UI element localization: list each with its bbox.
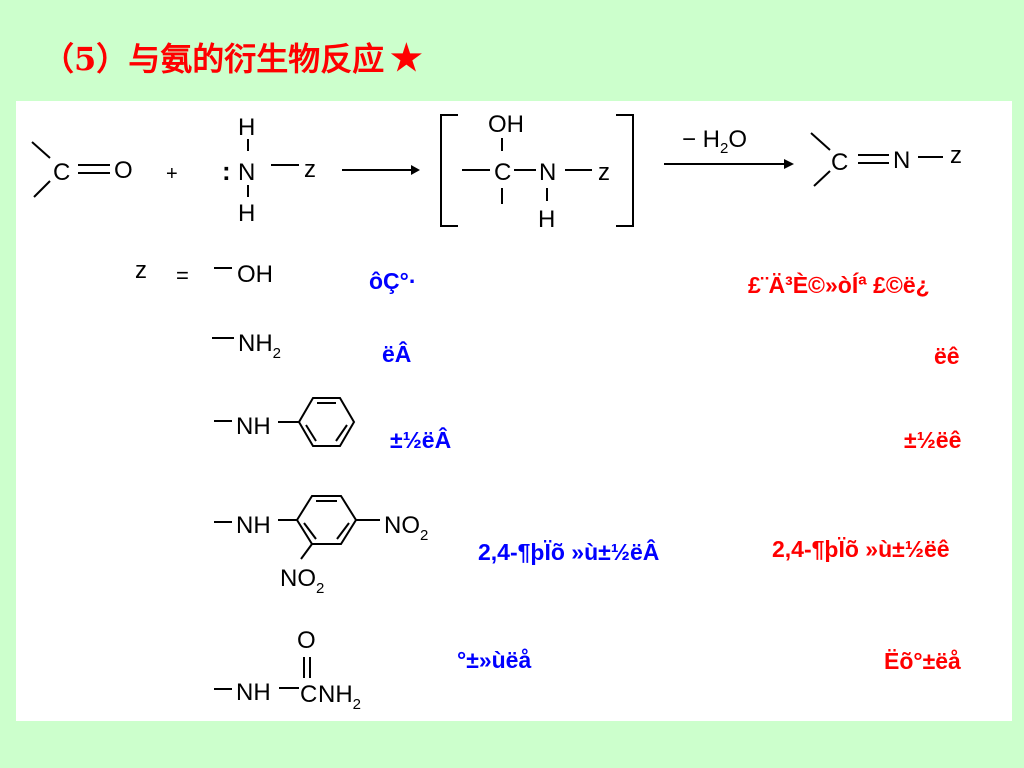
svg-text:NH2: NH2	[318, 681, 361, 713]
product-label-4: 2,4-¶þÏõ »ù±½ëê	[772, 536, 950, 562]
intermediate: OH C N H z	[440, 111, 634, 233]
int-C: C	[494, 159, 511, 186]
slide-title-text: （5）与氨的衍生物反应	[42, 40, 385, 78]
reaction-panel: C O + H : N H z OH C	[16, 101, 1012, 721]
svg-text:NO2: NO2	[384, 512, 428, 544]
prod-C: C	[831, 149, 848, 176]
plus-sign: +	[166, 163, 178, 185]
reagent-label-3: ±½ëÂ	[390, 427, 452, 453]
reagent-label-4: 2,4-¶þÏõ »ù±½ëÂ	[478, 539, 660, 565]
product: C N z	[810, 132, 962, 187]
product-label-3: ±½ëê	[904, 427, 962, 453]
minus-water: − H2O	[682, 126, 747, 157]
svg-text:O: O	[297, 627, 316, 654]
svg-text:NH: NH	[236, 679, 271, 706]
group-semicarbazide: O NH C NH2	[214, 627, 361, 713]
amine-H-top: H	[238, 114, 255, 141]
bracket-right	[616, 114, 634, 227]
group-dinitrophenylamino: NH NO2 NO2	[214, 495, 428, 597]
svg-text:NO2: NO2	[280, 565, 324, 597]
reaction-scheme: C O + H : N H z OH C	[31, 111, 962, 713]
prod-bond-lower	[813, 170, 831, 187]
benzene-ring	[297, 397, 356, 447]
carbonyl-bond-upper	[31, 141, 51, 159]
carbonyl-O: O	[114, 157, 133, 184]
slide-title: （5）与氨的衍生物反应★	[42, 30, 423, 86]
lone-pair: :	[222, 156, 231, 186]
def-z: z	[135, 257, 147, 284]
prod-z: z	[950, 142, 962, 169]
carbonyl-reactant: C O	[31, 141, 133, 198]
group-hydroxyl: OH	[214, 261, 273, 288]
dinitro-ring	[295, 495, 358, 545]
svg-text:C: C	[300, 681, 317, 708]
reaction-arrow-2: − H2O	[664, 126, 794, 169]
svg-text:NH: NH	[236, 512, 271, 539]
svg-text:NH: NH	[236, 413, 271, 440]
group-phenylamino: NH	[214, 397, 356, 447]
amine-reactant: H : N H z	[222, 114, 316, 227]
reagent-label-5: °±»ùëå	[457, 647, 532, 673]
reaction-arrow-1	[342, 165, 420, 175]
product-label-5: Ëõ°±ëå	[884, 648, 961, 674]
int-H: H	[538, 206, 555, 233]
svg-text:NH2: NH2	[238, 330, 281, 362]
star-icon: ★	[390, 37, 423, 79]
prod-N: N	[893, 147, 910, 174]
product-label-2: ëê	[934, 343, 960, 369]
bracket-left	[440, 114, 458, 227]
amine-H-bottom: H	[238, 200, 255, 227]
int-z: z	[598, 159, 610, 186]
carbonyl-C: C	[53, 159, 70, 186]
product-label-1: £¨Ä³È©»òÍª £©ë¿	[748, 272, 930, 298]
group-amino: NH2	[212, 330, 281, 362]
prod-bond-upper	[810, 132, 831, 151]
int-OH: OH	[488, 111, 524, 138]
z-definition: z =	[135, 257, 189, 288]
amine-z: z	[304, 156, 316, 183]
carbonyl-bond-lower	[33, 180, 51, 198]
reagent-label-2: ëÂ	[382, 341, 412, 367]
svg-text:OH: OH	[237, 261, 273, 288]
reagent-label-1: ôÇ°·	[369, 268, 417, 294]
def-eq: =	[176, 263, 189, 288]
int-N: N	[539, 159, 556, 186]
amine-N: N	[238, 159, 255, 186]
